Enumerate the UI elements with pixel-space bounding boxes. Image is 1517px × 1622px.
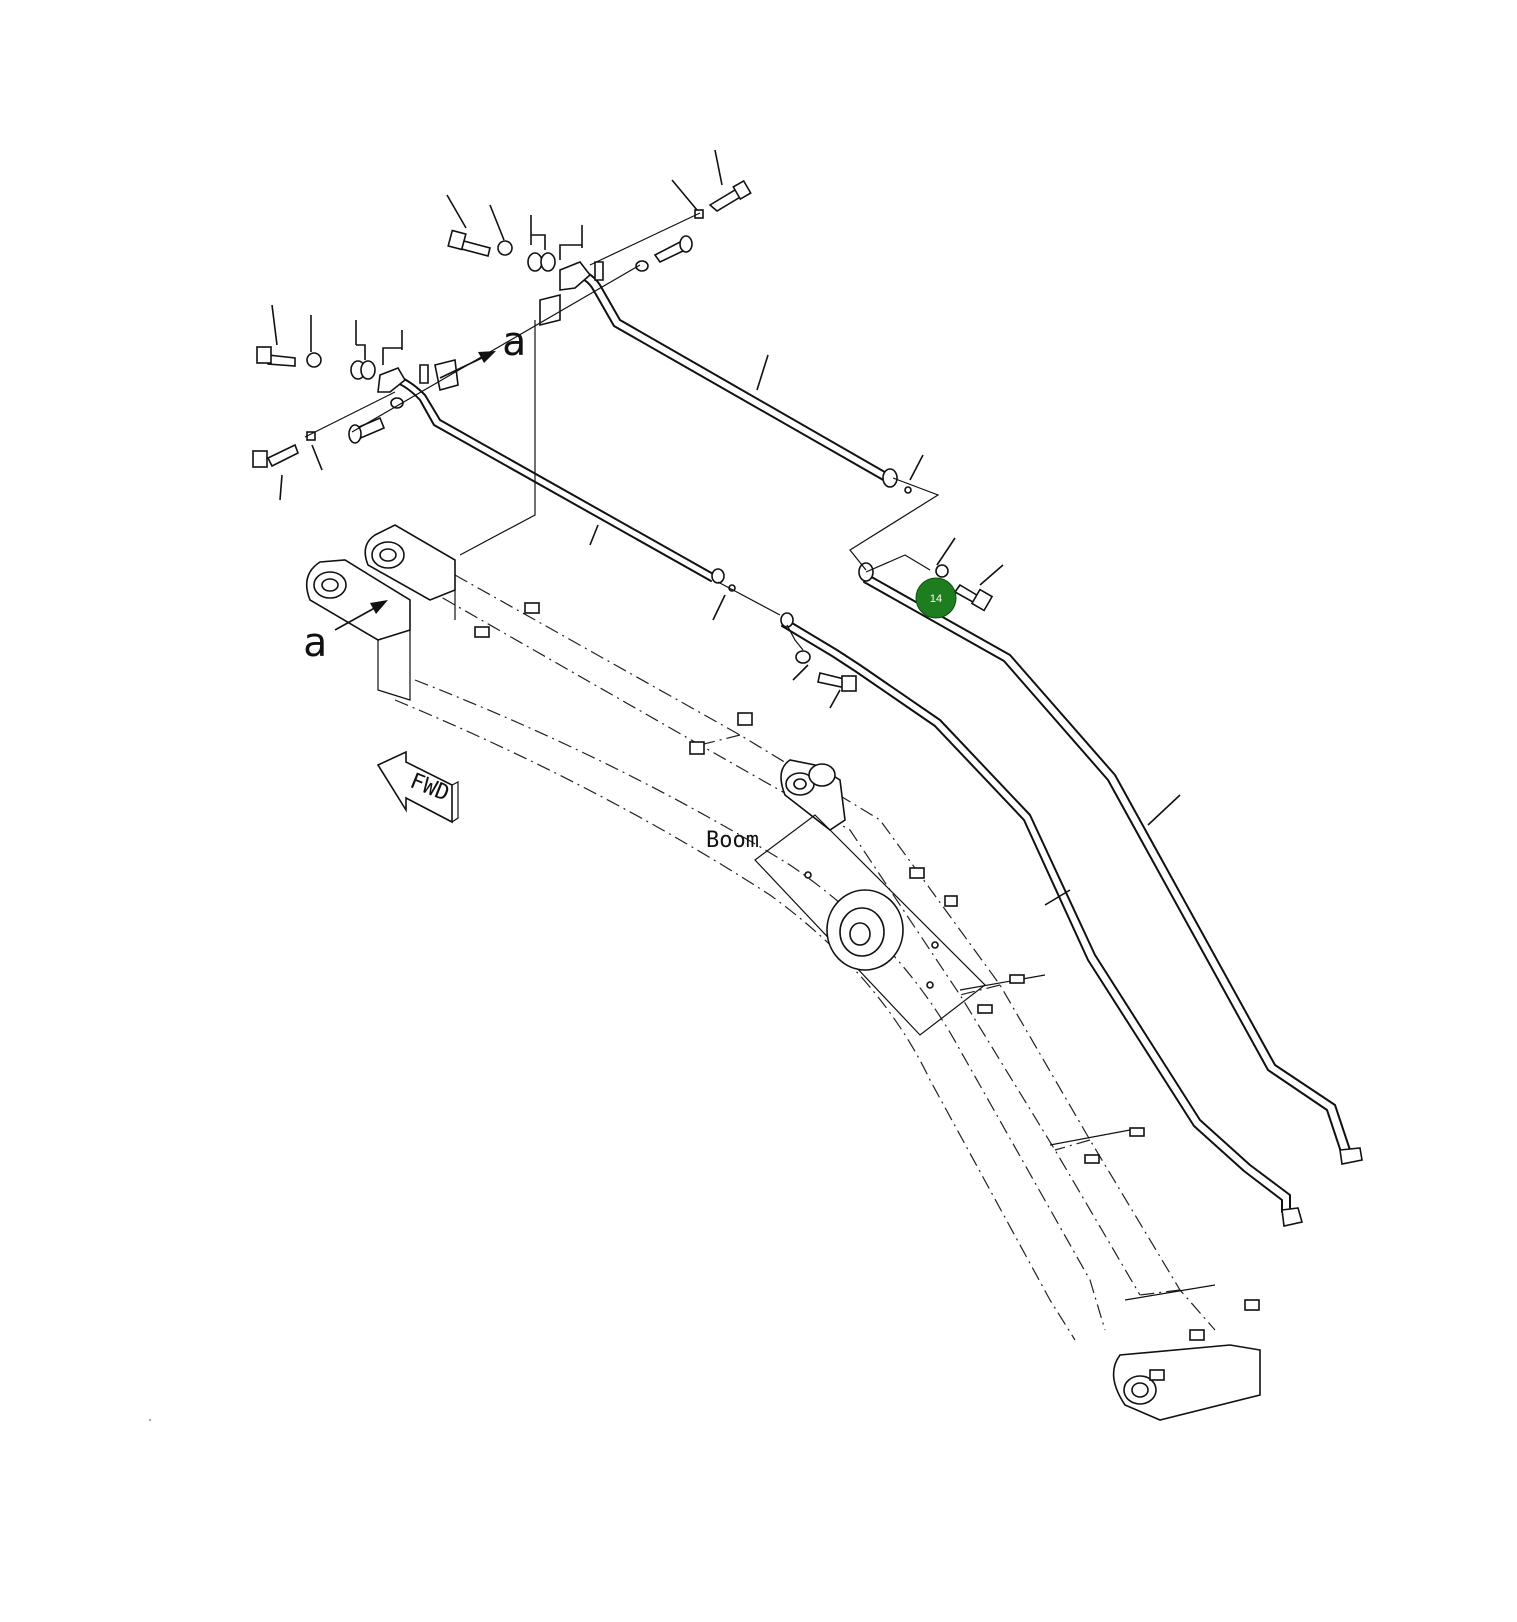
boom-label: Boom [706,828,759,853]
callout-14[interactable]: 14 [915,577,957,619]
hydraulic-pipes [394,269,1363,1227]
detail-arrow-upper [439,351,496,379]
callout-14-marker[interactable] [915,577,957,619]
hardware-group-middle [795,564,994,692]
hardware-group-left [252,346,459,468]
detail-label-a-lower: a [303,620,327,666]
detail-label-a-upper: a [502,319,526,365]
detail-arrow-lower [334,600,388,631]
callout-14-number[interactable]: 14 [930,593,942,605]
hardware-group-top [447,179,752,327]
boom-structure [305,524,1261,1421]
fwd-arrow [376,750,459,824]
stray-dot [149,1419,151,1421]
leader-lines [271,149,1181,906]
